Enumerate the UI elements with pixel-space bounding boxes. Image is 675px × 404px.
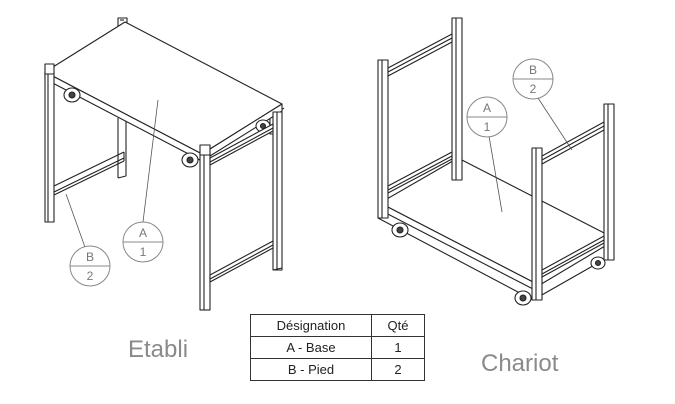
balloon-chariot-b-qty: 2 [530, 82, 537, 96]
balloon-etabli-b-letter: B [86, 250, 94, 264]
etabli-leaders [65, 99, 159, 251]
etabli-right-leg-frame [199, 111, 283, 311]
chariot-back-frame [377, 17, 463, 219]
balloon-etabli-a-letter: A [139, 226, 147, 240]
etabli-back-left-leg [117, 118, 127, 179]
bill-of-materials-table: Désignation Qté A - Base 1 B - Pied 2 [250, 314, 425, 381]
balloon-chariot-a-letter: A [483, 101, 491, 115]
chariot-caption: Chariot [481, 350, 559, 377]
bom-header-designation: Désignation [250, 314, 372, 337]
balloon-etabli-b-qty: 2 [87, 269, 94, 283]
bom-cell-qty: 1 [371, 336, 425, 359]
etabli-drawing [44, 17, 285, 311]
balloon-etabli-b: B 2 [69, 245, 111, 287]
balloon-chariot-a: A 1 [466, 96, 508, 138]
bom-cell-designation: A - Base [250, 336, 372, 359]
bom-cell-designation: B - Pied [250, 358, 372, 381]
chariot-drawing [377, 17, 615, 306]
table-row: B - Pied 2 [250, 358, 425, 381]
bom-header-row: Désignation Qté [250, 314, 425, 337]
balloon-chariot-b: B 2 [512, 58, 554, 100]
balloon-etabli-a-qty: 1 [140, 245, 147, 259]
balloon-chariot-b-letter: B [529, 63, 537, 77]
chariot-leaders [488, 97, 573, 213]
balloon-chariot-a-qty: 1 [484, 120, 491, 134]
etabli-caption: Etabli [128, 336, 189, 363]
chariot-front-frame [531, 103, 615, 301]
table-row: A - Base 1 [250, 336, 425, 359]
bom-cell-qty: 2 [371, 358, 425, 381]
etabli-left-leg-frame [44, 63, 125, 223]
chariot-wheels [391, 222, 606, 306]
balloon-etabli-a: A 1 [122, 221, 164, 263]
bom-header-qty: Qté [371, 314, 425, 337]
etabli-wheels [63, 87, 271, 168]
etabli-top-plate [44, 21, 283, 162]
